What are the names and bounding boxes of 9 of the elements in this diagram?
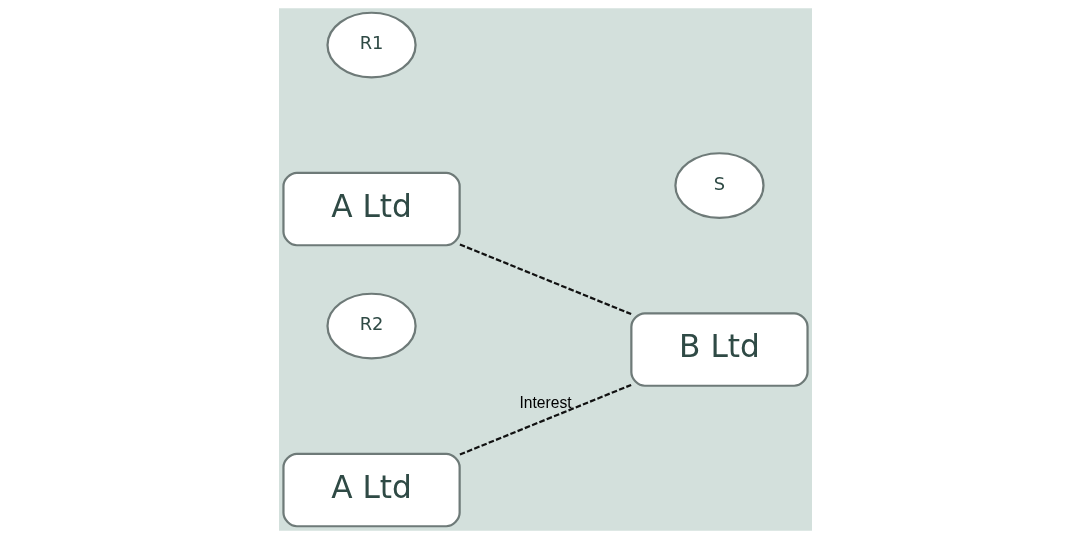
node-box: B Ltd <box>629 312 809 387</box>
connector <box>459 383 632 456</box>
node-box: A Ltd <box>281 452 461 528</box>
node-box: A Ltd <box>281 171 461 247</box>
connector <box>459 243 632 316</box>
node-ellipse: R2 <box>325 292 417 360</box>
edge-label: Interest <box>518 393 572 411</box>
node-ellipse: R1 <box>325 11 417 79</box>
node-ellipse: S <box>673 152 765 220</box>
